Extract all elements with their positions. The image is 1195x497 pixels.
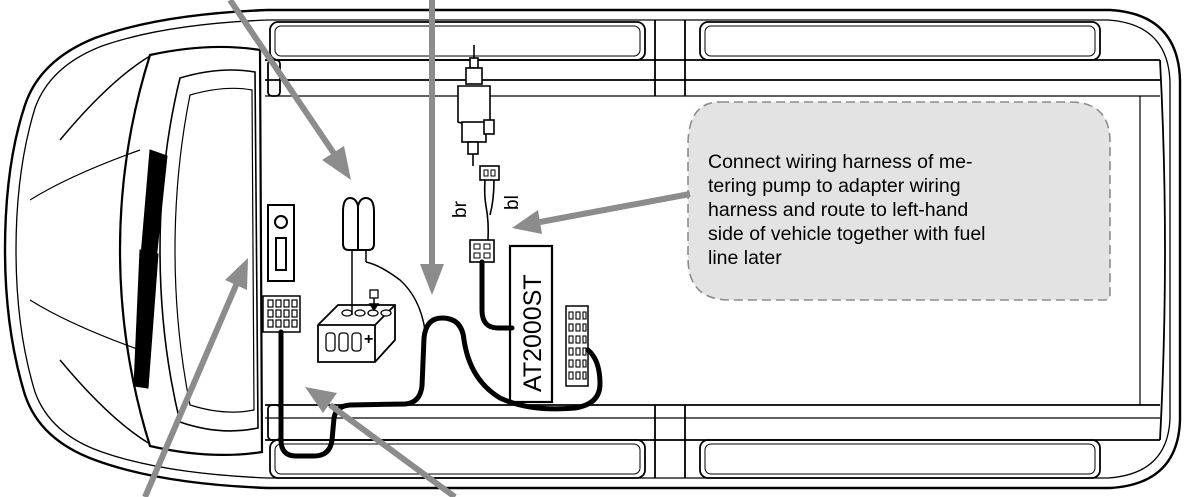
heater-model-label: AT2000ST [519,274,547,392]
callout-line: side of vehicle together with fuel [708,223,986,245]
vehicle-outline [3,8,1182,490]
metering-pump [457,45,495,166]
heater-unit: AT2000ST [508,244,554,404]
wire-bl-label: bl [502,195,523,210]
fuse-wire [365,261,426,331]
fuse-holder [342,196,375,290]
battery [317,289,396,363]
front-cab [29,45,264,457]
callout-line: tering pump to adapter wiring [708,175,961,197]
adapter-connector [469,239,495,263]
harness-connector-right [565,305,589,387]
callout-line: harness and route to left-hand [708,199,969,221]
battery-terminal-arrow [368,298,380,312]
callout-line: Connect wiring harness of me- [708,151,973,173]
pump-connector [479,165,500,241]
wire-br-label: br [450,200,471,218]
pointer-arrows [142,0,691,497]
callout-text: Connect wiring harness of me- tering pum… [708,150,1080,270]
callout-line: line later [708,247,782,269]
battery-plus-label: + [364,331,373,348]
control-switch [267,204,295,282]
callout-box [687,101,1111,301]
harness-connector-left [262,295,301,333]
main-wiring-harness [278,259,603,459]
windshield-wipers [133,149,168,389]
